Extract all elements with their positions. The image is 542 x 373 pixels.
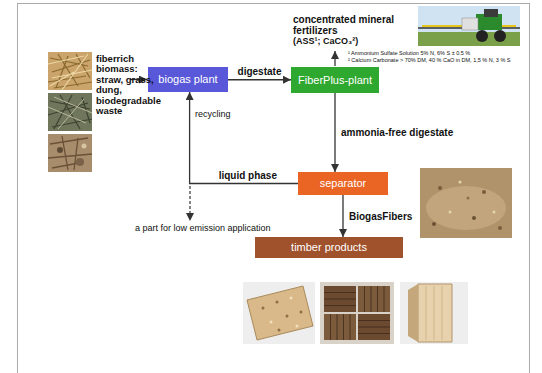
particle-board-photo [296, 325, 299, 328]
fiber-photo [426, 186, 506, 230]
straw-photo [48, 52, 92, 90]
node-label: FiberPlus-plant [298, 74, 372, 87]
particle-board-photo [286, 315, 289, 318]
flow-arrow [334, 93, 335, 172]
grass-photo [48, 93, 92, 131]
particle-board-photo [278, 329, 281, 332]
output-arrow [334, 51, 335, 66]
note-label: a part for low emission application [135, 224, 271, 234]
output-heading: concentrated mineral fertilizers [293, 14, 413, 36]
grass-photo [48, 93, 92, 131]
input-list: straw, grass, dung, biodegradable waste [96, 75, 161, 117]
node-label: timber products [291, 241, 367, 254]
edge-label: BiogasFibers [348, 211, 413, 222]
particle-board-photo [276, 301, 279, 304]
decking-photo [320, 282, 394, 344]
note-label: recycling [195, 110, 231, 120]
dung-photo [48, 134, 92, 172]
board-photo [418, 284, 452, 342]
process-box: biogas plant [148, 67, 228, 92]
decking-photo [358, 286, 390, 312]
sprayer-photo [462, 18, 478, 30]
dashed-arrow [189, 186, 190, 221]
fiber-photo [493, 211, 496, 214]
sprayer-photo [476, 30, 488, 42]
straw-photo [48, 54, 92, 90]
flow-arrow [190, 92, 298, 184]
fiber-photo [498, 226, 502, 230]
board-photo [426, 286, 442, 340]
dung-photo [76, 158, 84, 166]
edge-label: digestate [237, 66, 283, 77]
grass-photo [48, 95, 92, 129]
board-photo [408, 284, 418, 342]
fiber-photo [459, 181, 462, 184]
edge-label: liquid phase [218, 170, 278, 181]
node-label: biogas plant [158, 73, 217, 86]
fiber-photo [472, 216, 476, 220]
board-photo [400, 282, 468, 344]
flow-arrow [342, 195, 343, 237]
dung-photo [48, 134, 92, 172]
dung-photo [48, 136, 92, 170]
sprayer-photo [418, 6, 520, 46]
fiber-photo [438, 186, 442, 190]
fiber-photo [482, 190, 486, 194]
dung-photo [57, 147, 63, 153]
footnote: ² Calcium Carbonate > 70% DM, 40 % CaO i… [348, 57, 510, 63]
decking-photo [320, 282, 394, 344]
frame [18, 4, 530, 373]
process-box: timber products [255, 237, 403, 258]
particle-board-photo [243, 282, 315, 344]
node-label: separator [320, 177, 366, 190]
process-box: separator [298, 172, 388, 195]
decking-photo [324, 286, 390, 340]
fiber-photo [420, 168, 512, 238]
edge-label: ammonia-free digestate [340, 127, 454, 138]
fiber-photo [420, 168, 512, 238]
decking-photo [324, 314, 356, 340]
particle-board-photo [247, 286, 313, 340]
sprayer-photo [418, 6, 520, 46]
sprayer-photo [484, 9, 498, 17]
particle-board-photo [262, 307, 265, 310]
grass-photo [48, 97, 92, 129]
sprayer-photo [494, 30, 506, 42]
particle-board-photo [270, 321, 273, 324]
particle-board-photo [300, 311, 303, 314]
input-heading: fiberrich biomass: [96, 54, 138, 75]
footnote: ¹ Ammonium Sulfate Solution 5% N, 6% S ±… [348, 50, 470, 56]
fiber-photo [432, 222, 436, 226]
process-box: FiberPlus-plant [291, 67, 379, 93]
dung-photo [82, 144, 87, 149]
fiber-photo [467, 197, 470, 200]
straw-photo [48, 52, 92, 90]
flow-arrow [228, 79, 291, 80]
fiber-photo [449, 211, 452, 214]
particle-board-photo [290, 297, 293, 300]
board-photo [400, 282, 468, 344]
output-formula: (ASS¹; CaCO₃²) [293, 37, 358, 47]
particle-board-photo [243, 282, 315, 344]
